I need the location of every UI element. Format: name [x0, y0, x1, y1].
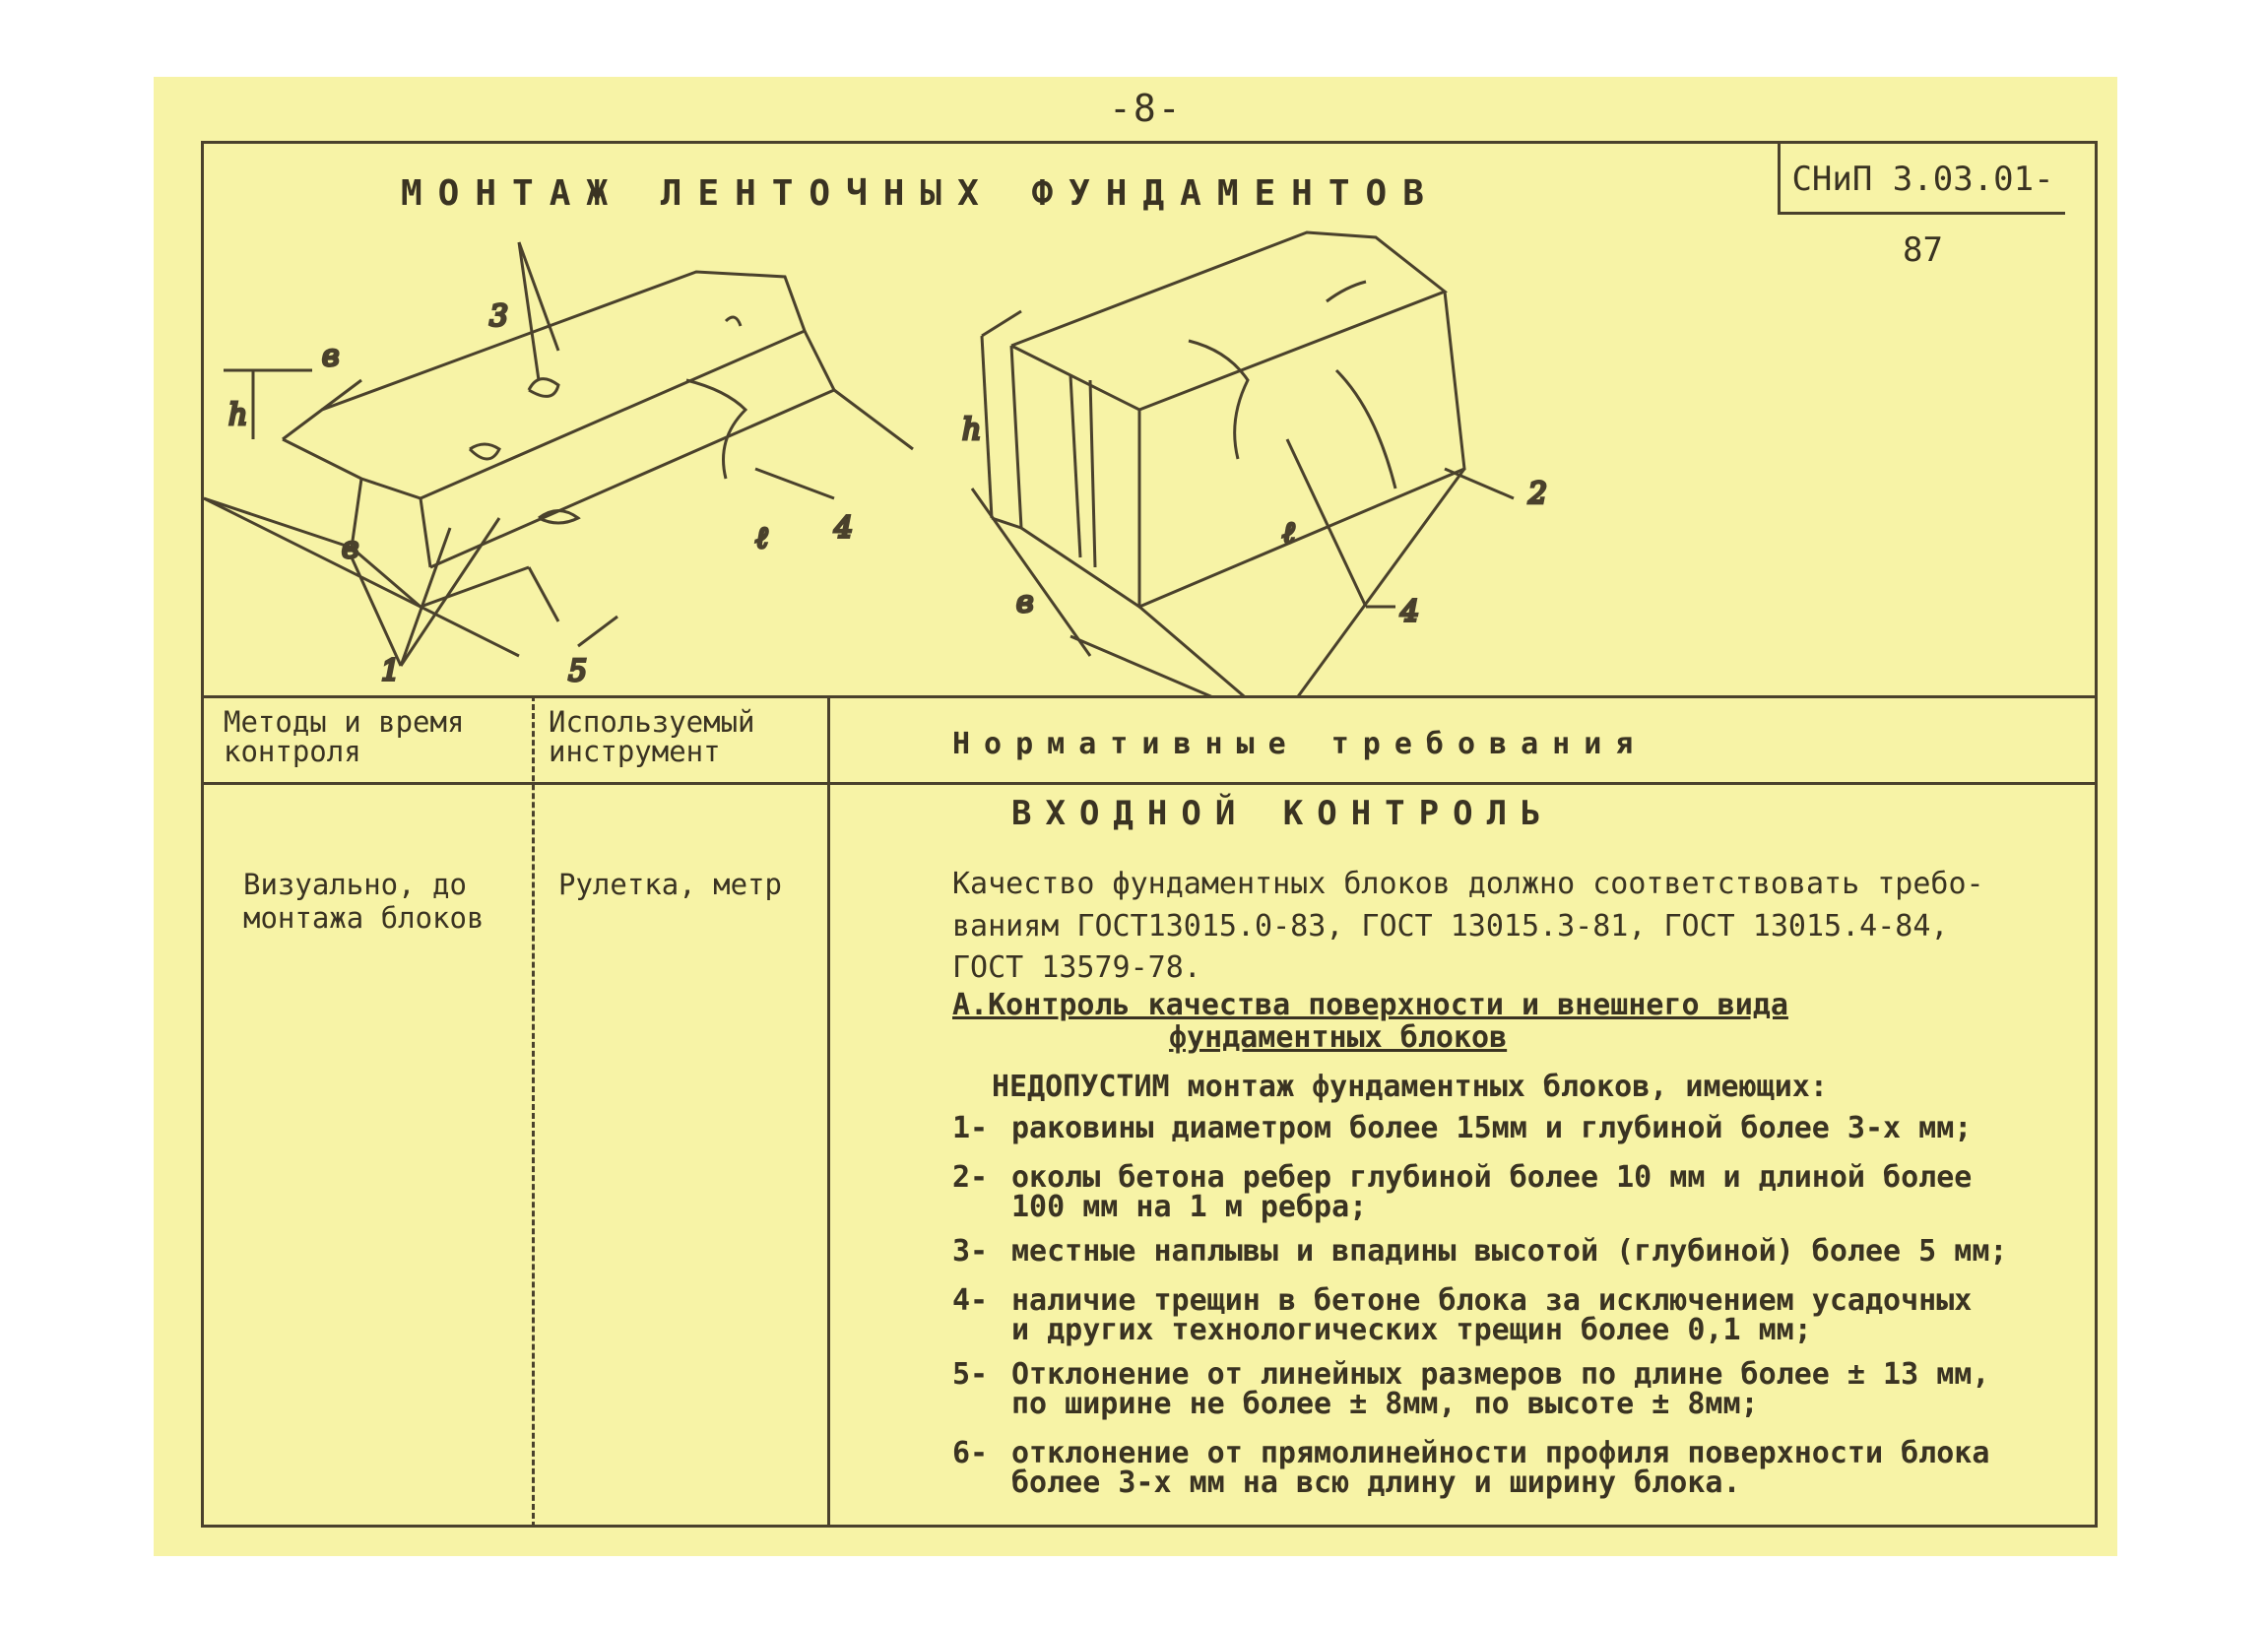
label-b-top: в — [322, 339, 339, 373]
cell-method: Визуально, до монтажа блоков — [243, 868, 485, 935]
lead-text: НЕДОПУСТИМ монтаж фундаментных блоков, и… — [992, 1070, 1828, 1104]
item-text-line-1: околы бетона ребер глубиной более 10 мм … — [1011, 1160, 1973, 1195]
label-l-left: ℓ — [755, 521, 768, 555]
document-frame: СНиП 3.03.01-87 МОНТАЖ ЛЕНТОЧНЫХ ФУНДАМЕ… — [201, 141, 2098, 1528]
block-drawings: 3 в h в ℓ 4 1 5 h 2 в ℓ 4 5 — [204, 230, 1549, 695]
item-text: околы бетона ребер глубиной более 10 мм … — [1011, 1163, 2095, 1222]
item-text: наличие трещин в бетоне блока за исключе… — [1011, 1286, 2095, 1345]
column-divider-1 — [532, 695, 535, 1528]
item-number: 6- — [952, 1436, 989, 1470]
label-h: h — [228, 398, 247, 432]
requirement-item: 2- околы бетона ребер глубиной более 10 … — [952, 1163, 2095, 1222]
label-5-left: 5 — [568, 654, 587, 688]
section-title: ВХОДНОЙ КОНТРОЛЬ — [1011, 794, 1555, 833]
item-text: местные наплывы и впадины высотой (глуби… — [1011, 1234, 2008, 1269]
item-text-line-2: и других технологических трещин более 0,… — [1011, 1313, 1812, 1347]
intro-line-1: Качество фундаментных блоков должно соот… — [952, 867, 1984, 901]
label-h-right: h — [962, 413, 981, 447]
header-tool: Используемый инструмент — [549, 705, 755, 768]
document-sheet: -8- СНиП 3.03.01-87 МОНТАЖ ЛЕНТОЧНЫХ ФУН… — [154, 77, 2117, 1556]
item-text-line-1: Отклонение от линейных размеров по длине… — [1011, 1357, 1990, 1392]
item-number: 2- — [952, 1160, 989, 1195]
item-number: 1- — [952, 1111, 989, 1145]
item-number: 5- — [952, 1357, 989, 1392]
cell-tool: Рулетка, метр — [558, 868, 782, 901]
header-norms: Нормативные требования — [952, 727, 1648, 761]
label-4-right: 4 — [1399, 595, 1419, 629]
subhead-line-2: фундаментных блоков — [1169, 1020, 1508, 1055]
item-text-line-2: более 3-х мм на всю длину и ширину блока… — [1011, 1466, 1741, 1500]
label-l-right: ℓ — [1282, 516, 1295, 551]
item-number: 4- — [952, 1283, 989, 1318]
requirement-item: 1- раковины диаметром более 15мм и глуби… — [952, 1114, 2095, 1143]
header-methods: Методы и время контроля — [224, 705, 465, 768]
intro-line-2: ваниям ГОСТ13015.0-83, ГОСТ 13015.3-81, … — [952, 909, 1949, 944]
left-block-drawing — [204, 241, 914, 667]
item-text-line-1: наличие трещин в бетоне блока за исключе… — [1011, 1283, 1973, 1318]
item-number: 3- — [952, 1234, 989, 1269]
table-header-rule — [204, 782, 2095, 785]
item-text: раковины диаметром более 15мм и глубиной… — [1011, 1111, 1973, 1145]
right-block-drawing — [970, 230, 1515, 695]
subhead-line-1: А.Контроль качества поверхности и внешне… — [952, 988, 1788, 1022]
item-text-line-2: 100 мм на 1 м ребра; — [1011, 1190, 1368, 1224]
table-top-rule — [204, 695, 2095, 698]
requirement-item: 4- наличие трещин в бетоне блока за искл… — [952, 1286, 2095, 1345]
label-2: 2 — [1527, 477, 1547, 511]
figure-title: МОНТАЖ ЛЕНТОЧНЫХ ФУНДАМЕНТОВ — [401, 173, 1440, 214]
label-4-left: 4 — [833, 511, 853, 546]
label-b-right: в — [1016, 585, 1033, 619]
requirement-item: 6- отклонение от прямолинейности профиля… — [952, 1439, 2095, 1498]
doc-code: СНиП 3.03.01-87 — [1778, 144, 2065, 270]
item-text-line-1: отклонение от прямолинейности профиля по… — [1011, 1436, 1990, 1470]
intro-line-3: ГОСТ 13579-78. — [952, 950, 1201, 985]
item-text: отклонение от прямолинейности профиля по… — [1011, 1439, 2095, 1498]
label-b-side: в — [342, 531, 358, 565]
page-number: -8- — [1109, 87, 1183, 130]
item-text-line-2: по ширине не более ± 8мм, по высоте ± 8м… — [1011, 1387, 1759, 1421]
requirement-item: 5- Отклонение от линейных размеров по дл… — [952, 1360, 2095, 1419]
label-1: 1 — [381, 654, 400, 688]
requirement-item: 3- местные наплывы и впадины высотой (гл… — [952, 1237, 2095, 1267]
item-text: Отклонение от линейных размеров по длине… — [1011, 1360, 2095, 1419]
column-divider-2 — [827, 695, 830, 1528]
label-3: 3 — [489, 299, 508, 334]
